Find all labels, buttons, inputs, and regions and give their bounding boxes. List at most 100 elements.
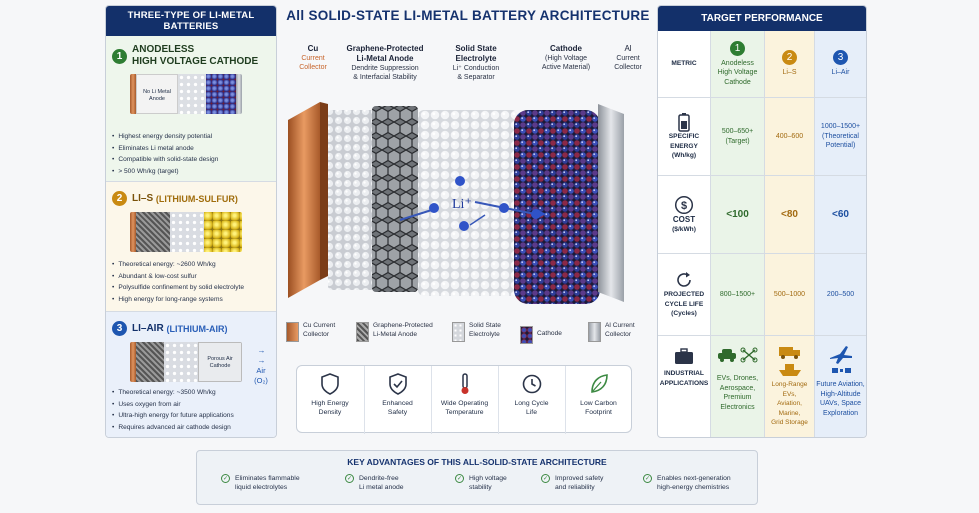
leaf-icon (590, 374, 608, 393)
anode-foil (328, 110, 380, 290)
key-advantages-box: KEY ADVANTAGES OF THIS ALL-SOLID-STATE A… (196, 450, 758, 505)
label-electrolyte: Solid State Electrolyte Li⁺ Conduction &… (452, 44, 500, 81)
page-title: All SOLID-STATE LI-METAL BATTERY ARCHITE… (286, 8, 650, 23)
li-s-cell-illustration (130, 212, 242, 252)
bullet: Polysulfide confinement by solid electro… (112, 282, 244, 294)
anodeless-cell-illustration: No Li Metal Anode (130, 74, 242, 114)
check-icon: ✓ (345, 474, 354, 483)
card-li-air: 3 LI–AIR (LITHIUM-AIR) Porous Air Cathod… (106, 312, 276, 437)
card-title: LI–S (132, 193, 154, 204)
card-title: LI–AIR (132, 323, 164, 334)
col-header-li-s: 2 Li–S (764, 31, 814, 97)
card-bullets: Theoretical energy: ~2600 Wh/kg Abundant… (112, 259, 244, 305)
cu-collector-plate (288, 102, 320, 298)
label-anode: Graphene-Protected Li-Metal Anode Dendri… (346, 44, 424, 81)
plane-satellite-icon (829, 346, 852, 373)
battery-types-header: THREE-TYPE OF LI-METAL BATTERIES (106, 6, 276, 36)
arrow-right-icon: →→ (257, 346, 266, 365)
thermometer-icon (461, 373, 468, 394)
clock-icon (522, 374, 541, 394)
card-subtitle: (LITHIUM-AIR) (166, 323, 228, 334)
check-icon: ✓ (221, 474, 230, 483)
legend-item: Cathode (520, 326, 562, 344)
col-header-li-air: 3 Li–Air (814, 31, 866, 97)
card-bullets: Theoretical energy: ~3500 Wh/kg Uses oxy… (112, 387, 234, 434)
card-subtitle: (LITHIUM-SULFUR) (155, 193, 238, 204)
check-icon: ✓ (455, 474, 464, 483)
bullet: Abundant & low-cost sulfur (112, 271, 244, 283)
air-label: Air (256, 366, 266, 375)
graphene-layer (372, 106, 418, 292)
label-cu-collector: Cu Current Collector (299, 44, 327, 71)
table-row: $ COST($/kWh) <100 <80 <60 (658, 175, 866, 253)
bullet: Ultra-high energy for future application… (112, 410, 233, 422)
no-anode-label: No Li Metal Anode (136, 74, 178, 114)
battery-stack-illustration: Li⁺ (288, 102, 624, 304)
card-bullets: Highest energy density potential Elimina… (112, 131, 218, 177)
label-al-collector: Al Current Collector (614, 44, 642, 71)
air-sub-label: (O₂) (254, 376, 268, 385)
card-number-badge: 1 (112, 48, 127, 64)
performance-header: TARGET PERFORMANCE (658, 6, 866, 31)
label-cathode: Cathode (High Voltage Active Material) (541, 44, 591, 71)
card-number-badge: 3 (112, 321, 127, 336)
battery-types-panel: THREE-TYPE OF LI-METAL BATTERIES 1 ANODE… (105, 5, 277, 438)
air-inlet: →→ Air (O₂) (246, 346, 276, 386)
battery-icon (678, 113, 690, 132)
li-air-cell-illustration: Porous Air Cathode (130, 342, 242, 382)
col-header-metric: METRIC (671, 60, 697, 68)
bullet: Requires advanced air cathode design (112, 422, 234, 434)
bullet: > 500 Wh/kg (target) (112, 166, 218, 178)
car-drone-icon (717, 347, 757, 363)
check-icon: ✓ (541, 474, 550, 483)
svg-text:$: $ (681, 200, 687, 212)
shield-icon (321, 373, 339, 395)
ion-flow-arrows (399, 176, 546, 231)
bullet: Theoretical energy: ~3500 Wh/kg (112, 387, 234, 399)
truck-ship-icon (778, 347, 801, 376)
card-li-s: 2 LI–S (LITHIUM-SULFUR) Theoretical ener… (106, 182, 276, 312)
check-icon: ✓ (643, 474, 652, 483)
key-advantages-title: KEY ADVANTAGES OF THIS ALL-SOLID-STATE A… (347, 457, 607, 467)
electrolyte-layer (418, 110, 518, 296)
bullet: Highest energy density potential (112, 131, 218, 143)
card-title-line2: HIGH VOLTAGE CATHODE (132, 56, 259, 67)
dollar-icon: $ (674, 195, 694, 215)
bullet: Uses oxygen from air (112, 399, 234, 411)
cathode-layer (514, 110, 600, 304)
briefcase-icon (675, 348, 693, 364)
card-title: ANODELESS (132, 44, 195, 55)
card-number-badge: 2 (112, 191, 127, 206)
cycle-icon (677, 272, 691, 288)
bullet: High energy for long-range systems (112, 294, 244, 306)
check-shield-icon (388, 373, 407, 395)
bullet: Eliminates Li metal anode (112, 143, 218, 155)
bullet: Theoretical energy: ~2600 Wh/kg (112, 259, 244, 271)
air-cathode-label: Porous Air Cathode (198, 342, 242, 382)
ion-label: Li⁺ (452, 197, 472, 212)
al-collector-plate (598, 104, 624, 302)
bullet: Compatible with solid-state design (112, 154, 218, 166)
